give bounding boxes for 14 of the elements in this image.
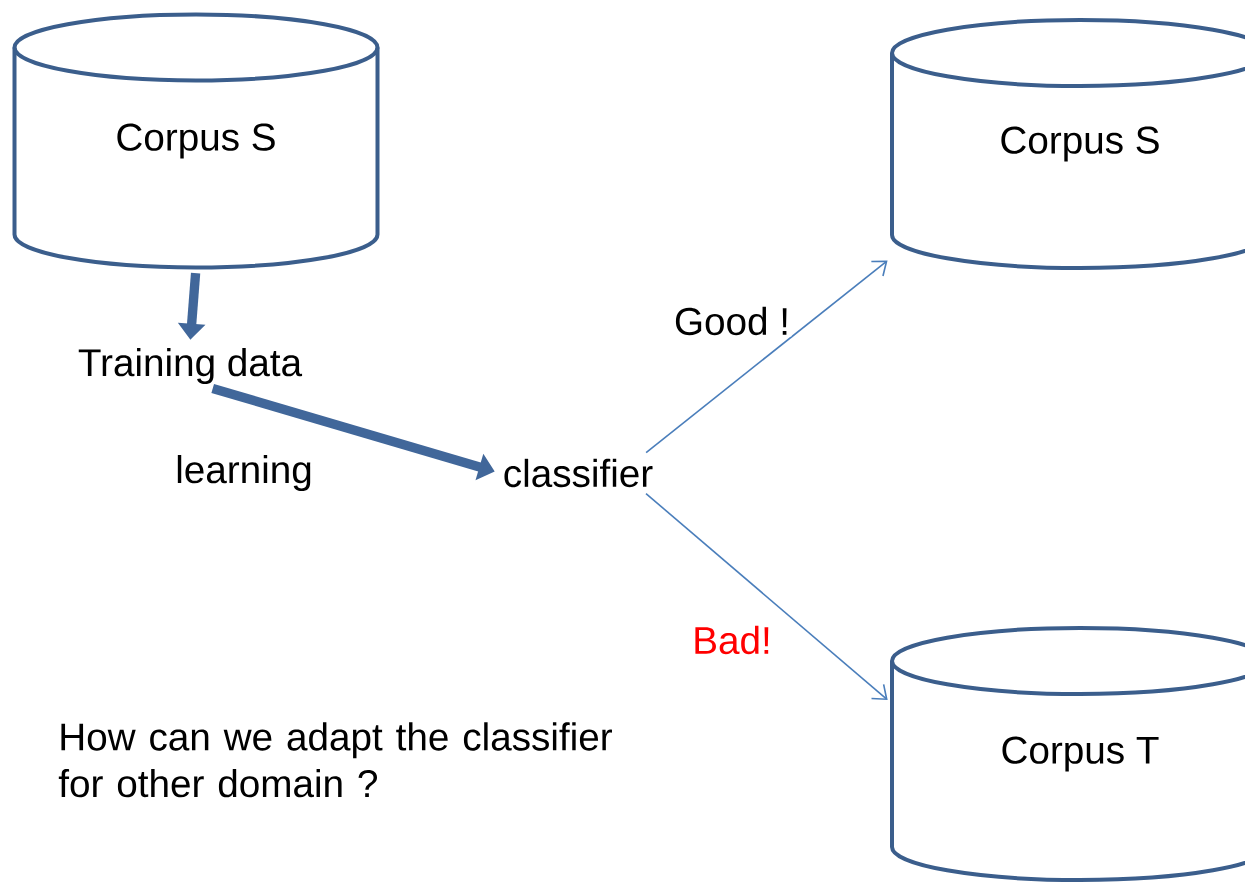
node-text: classifier bbox=[504, 458, 653, 488]
node-label: Corpus T bbox=[1002, 736, 1159, 772]
edge-label: learning bbox=[173, 453, 315, 493]
node-label: Corpus S bbox=[117, 123, 275, 159]
arrow bbox=[645, 492, 888, 701]
edge-label: Bad! bbox=[690, 624, 774, 656]
cylinder: Corpus T bbox=[890, 626, 1245, 882]
note-text: How can we adapt the classifier for other domain ? bbox=[58, 722, 612, 798]
arrow bbox=[645, 260, 888, 454]
cylinder: Corpus S bbox=[890, 18, 1245, 270]
node-text: Training data bbox=[78, 347, 303, 384]
node-label: Corpus S bbox=[1001, 126, 1159, 162]
cylinder: Corpus S bbox=[12, 12, 380, 270]
edge-label: Good ! bbox=[672, 305, 792, 337]
